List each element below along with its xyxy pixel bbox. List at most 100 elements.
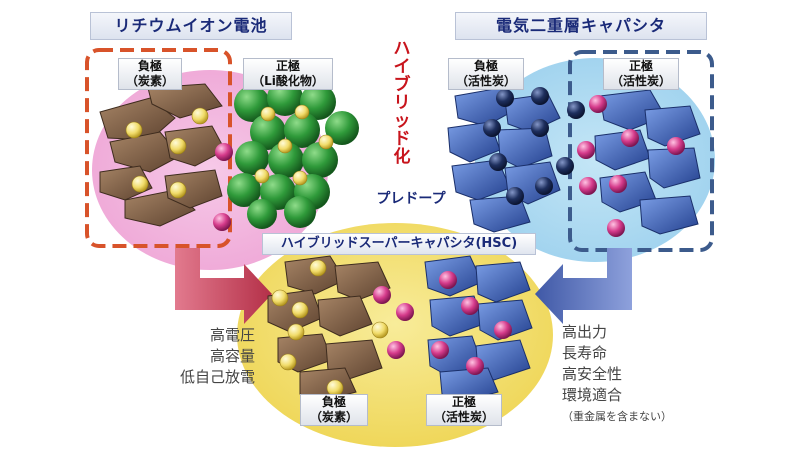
hsc-positive-label: 正極 （活性炭） bbox=[426, 394, 502, 426]
hsc-negative-label: 負極 （炭素） bbox=[300, 394, 368, 426]
lithium-ion-dot bbox=[169, 181, 187, 199]
lithium-ion-dot bbox=[254, 168, 270, 184]
anion-dot bbox=[213, 213, 231, 231]
lib-negative-ions bbox=[125, 107, 209, 199]
anion-dot bbox=[621, 129, 639, 147]
label-line: （炭素） bbox=[125, 74, 174, 88]
edlc-positive-frame bbox=[568, 50, 714, 252]
activated-carbon-flake bbox=[639, 195, 699, 235]
lithium-oxide-sphere bbox=[325, 111, 359, 145]
carbon-particle bbox=[99, 97, 176, 141]
feature-item: 長寿命 bbox=[562, 344, 608, 362]
anion-dot bbox=[607, 219, 625, 237]
label-line: 負極 bbox=[473, 59, 498, 73]
activated-carbon-flake bbox=[647, 147, 701, 189]
anion-dot bbox=[461, 297, 479, 315]
lithium-ion-dot bbox=[271, 289, 289, 307]
cation-dot bbox=[531, 87, 549, 105]
lithium-ion-dot bbox=[309, 259, 327, 277]
lithium-ion-dot bbox=[287, 323, 305, 341]
label-line: 負極 bbox=[137, 59, 162, 73]
cation-dot bbox=[483, 119, 501, 137]
label-line: 正極 bbox=[275, 59, 300, 73]
lithium-oxide-sphere bbox=[227, 173, 261, 207]
carbon-particle bbox=[164, 125, 226, 167]
anion-dot bbox=[466, 357, 484, 375]
label-line: （活性炭） bbox=[455, 74, 516, 88]
edlc-positive-label: 正極 （活性炭） bbox=[603, 58, 679, 90]
lithium-oxide-sphere bbox=[284, 196, 316, 228]
hybridize-label: ハイブリッド化 bbox=[393, 39, 411, 167]
lithium-ion-dot bbox=[294, 104, 310, 120]
anion-dot bbox=[577, 141, 595, 159]
anion-dot bbox=[494, 321, 512, 339]
cation-dot bbox=[489, 153, 507, 171]
anion-dot bbox=[589, 95, 607, 113]
anion-dot bbox=[579, 177, 597, 195]
lib-features: 高電圧 高容量 低自己放電 bbox=[140, 325, 255, 388]
label-line: （炭素） bbox=[309, 410, 358, 424]
label-line: （活性炭） bbox=[433, 410, 494, 424]
edlc-features: 高出力 長寿命 高安全性 環境適合 （重金属を含まない） bbox=[562, 322, 712, 427]
activated-carbon-flake bbox=[477, 299, 533, 341]
label-line: 正極 bbox=[451, 395, 476, 409]
lib-title: リチウムイオン電池 bbox=[90, 12, 292, 40]
cation-dot bbox=[535, 177, 553, 195]
predope-label: プレドープ bbox=[376, 191, 446, 207]
lib-positive-label: 正極 （Li酸化物） bbox=[243, 58, 333, 90]
lithium-ion-dot bbox=[277, 138, 293, 154]
anion-dot bbox=[431, 341, 449, 359]
feature-item: 高容量 bbox=[209, 347, 255, 365]
feature-note: （重金属を含まない） bbox=[562, 410, 672, 423]
feature-item: 高安全性 bbox=[562, 365, 623, 383]
lithium-ion-dot bbox=[371, 321, 389, 339]
anion-dot bbox=[373, 286, 391, 304]
label-line: （活性炭） bbox=[610, 74, 671, 88]
lithium-oxide-sphere bbox=[235, 141, 269, 175]
anion-dot bbox=[439, 271, 457, 289]
lithium-ion-dot bbox=[292, 170, 308, 186]
cation-dot bbox=[496, 89, 514, 107]
cation-dot bbox=[531, 119, 549, 137]
edlc-cations bbox=[483, 87, 585, 205]
left-arrow bbox=[175, 248, 272, 324]
hsc-title: ハイブリッドスーパーキャパシタ(HSC) bbox=[262, 233, 536, 255]
edlc-negative-label: 負極 （活性炭） bbox=[448, 58, 524, 90]
right-arrow bbox=[535, 248, 632, 324]
label-line: （Li酸化物） bbox=[252, 74, 324, 88]
hsc-anions bbox=[431, 271, 512, 375]
label-line: 正極 bbox=[628, 59, 653, 73]
lithium-oxide-sphere bbox=[250, 114, 286, 150]
edlc-anions bbox=[577, 95, 685, 237]
anion-dot bbox=[667, 137, 685, 155]
lithium-ion-dot bbox=[279, 353, 297, 371]
lib-positive-oxide bbox=[227, 80, 359, 229]
feature-item: 高出力 bbox=[562, 323, 608, 341]
lithium-oxide-sphere bbox=[247, 199, 277, 229]
lithium-ion-dot bbox=[291, 301, 309, 319]
lib-negative-label: 負極 （炭素） bbox=[118, 58, 182, 90]
anion-dot bbox=[387, 341, 405, 359]
lithium-oxide-sphere bbox=[284, 112, 320, 148]
lithium-ion-dot bbox=[169, 137, 187, 155]
feature-item: 環境適合 bbox=[562, 386, 623, 404]
anion-dot bbox=[609, 175, 627, 193]
feature-item: 高電圧 bbox=[209, 326, 255, 344]
lithium-ion-dot bbox=[191, 107, 209, 125]
cation-dot bbox=[567, 101, 585, 119]
lithium-oxide-sphere bbox=[302, 142, 338, 178]
lib-positive-ions bbox=[254, 104, 334, 186]
cation-dot bbox=[556, 157, 574, 175]
lithium-ion-dot bbox=[125, 121, 143, 139]
carbon-particle bbox=[317, 295, 373, 337]
edlc-title: 電気二重層キャパシタ bbox=[455, 12, 707, 40]
lithium-ion-dot bbox=[318, 134, 334, 150]
anion-dot bbox=[396, 303, 414, 321]
carbon-particle bbox=[109, 131, 181, 173]
hsc-li-ions bbox=[271, 259, 389, 397]
lithium-ion-dot bbox=[131, 175, 149, 193]
label-line: 負極 bbox=[321, 395, 346, 409]
cation-dot bbox=[506, 187, 524, 205]
carbon-particle bbox=[164, 169, 223, 209]
